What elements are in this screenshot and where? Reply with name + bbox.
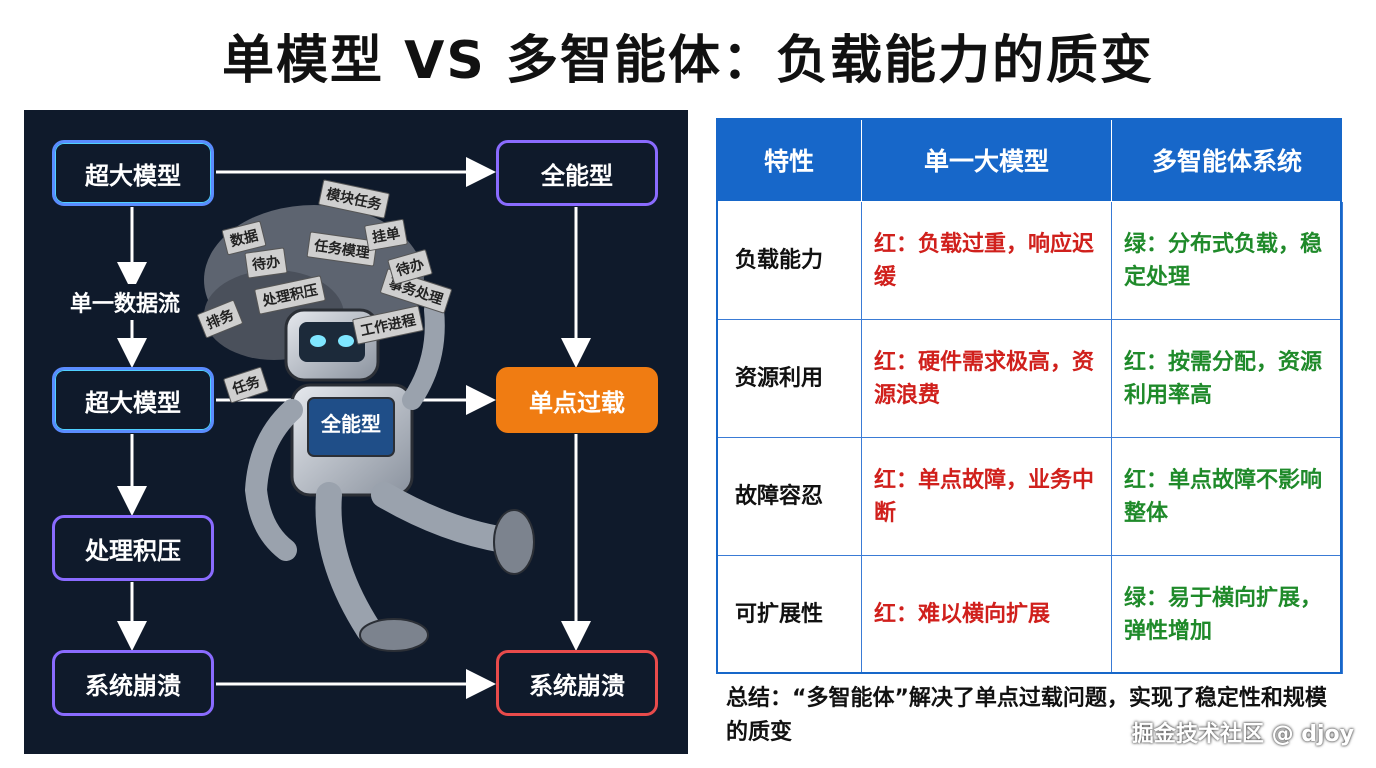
header-single-model: 单一大模型 [861,118,1112,202]
cell-single: 红：单点故障，业务中断 [861,437,1112,556]
node-crash-right: 系统崩溃 [496,650,658,716]
robot-chest-label: 全能型 [321,412,381,436]
node-big-model-top: 超大模型 [52,140,214,206]
cell-feature: 负载能力 [716,201,862,320]
header-feature: 特性 [716,118,862,202]
node-big-model-mid: 超大模型 [52,367,214,433]
cell-multi: 红：按需分配，资源利用率高 [1111,319,1343,438]
cell-feature: 故障容忍 [716,437,862,556]
cell-multi: 绿：分布式负载，稳定处理 [1111,201,1343,320]
cell-feature: 资源利用 [716,319,862,438]
edge-label-single-stream: 单一数据流 [66,284,185,320]
cell-feature: 可扩展性 [716,555,862,674]
table-row: 故障容忍 红：单点故障，业务中断 红：单点故障不影响整体 [716,437,1343,556]
robot-illustration [204,205,535,652]
node-backlog: 处理积压 [52,515,214,581]
comparison-table: 特性 单一大模型 多智能体系统 负载能力 红：负载过重，响应迟缓 绿：分布式负载… [716,118,1343,674]
cell-multi: 绿：易于横向扩展，弹性增加 [1111,555,1343,674]
node-overload: 单点过载 [496,367,658,433]
task-tag: 待办 [244,247,288,279]
header-multi-agent: 多智能体系统 [1111,118,1343,202]
summary-text: 总结：“多智能体”解决了单点过载问题，实现了稳定性和规模的质变 [726,686,1327,746]
table-row: 可扩展性 红：难以横向扩展 绿：易于横向扩展，弹性增加 [716,555,1343,674]
cell-single: 红：难以横向扩展 [861,555,1112,674]
cell-multi: 红：单点故障不影响整体 [1111,437,1343,556]
table-row: 资源利用 红：硬件需求极高，资源浪费 红：按需分配，资源利用率高 [716,319,1343,438]
cell-single: 红：负载过重，响应迟缓 [861,201,1112,320]
flowchart-panel: 全能型 数据 模块任务 任务模理 挂单 待办 处理积压 工作进程 任务 排务 事… [24,110,688,754]
page-title: 单模型 VS 多智能体：负载能力的质变 [222,31,1154,91]
node-all-capable: 全能型 [496,140,658,206]
table-row: 负载能力 红：负载过重，响应迟缓 绿：分布式负载，稳定处理 [716,201,1343,320]
watermark: 掘金技术社区 @ djoy [1131,722,1354,747]
cell-single: 红：硬件需求极高，资源浪费 [861,319,1112,438]
node-crash-left: 系统崩溃 [52,650,214,716]
flowchart-arrows [117,157,591,699]
table-header-row: 特性 单一大模型 多智能体系统 [716,118,1343,202]
